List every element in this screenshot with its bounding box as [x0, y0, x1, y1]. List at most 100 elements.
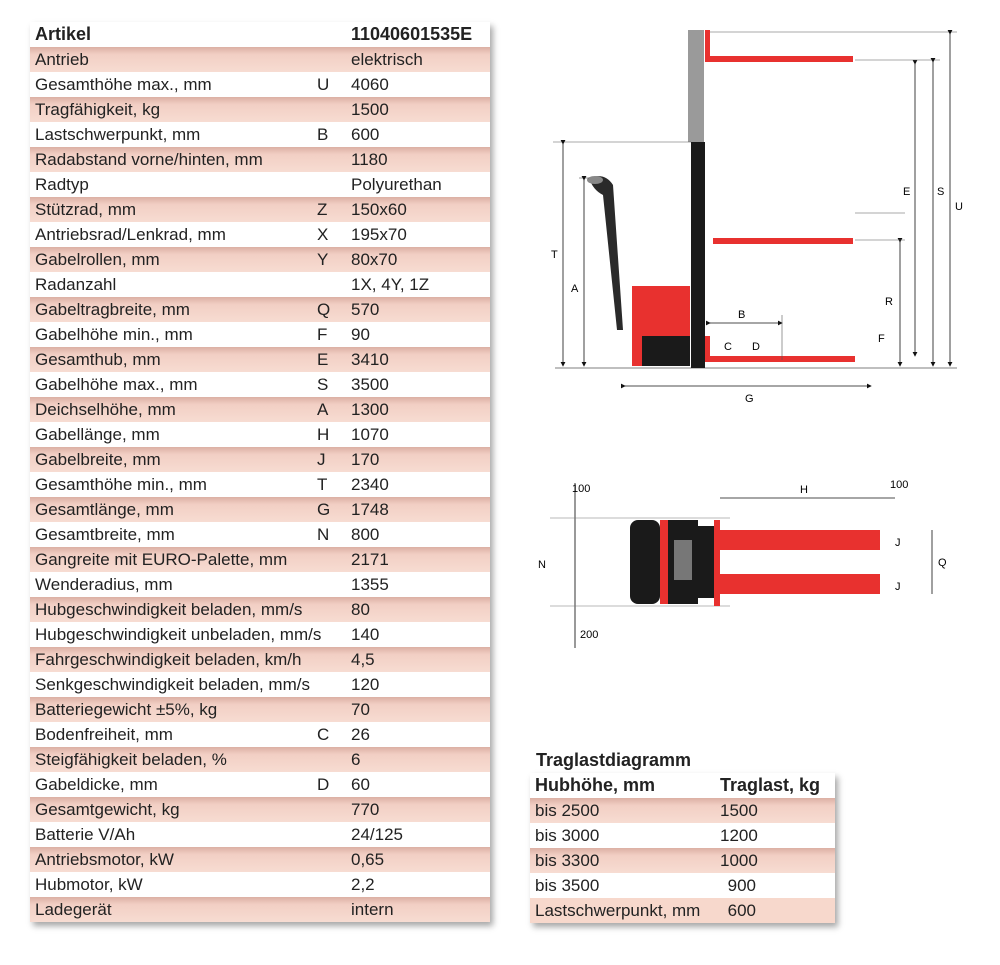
spec-header-label: Artikel: [35, 24, 92, 44]
spec-row: Deichselhöhe, mm A 1300: [30, 397, 490, 422]
mast-lower: [691, 142, 705, 368]
spec-symbol: E: [317, 349, 329, 369]
spec-label: Antrieb: [35, 49, 89, 69]
spec-value: 26: [351, 724, 370, 744]
spec-row: Gesamthöhe min., mm T 2340: [30, 472, 490, 497]
dim-U: U: [955, 201, 963, 213]
spec-value: 1500: [351, 99, 389, 119]
spec-label: Batterie V/Ah: [35, 824, 136, 844]
spec-row: Wenderadius, mm 1355: [30, 572, 490, 597]
spec-label: Deichselhöhe, mm: [35, 399, 176, 419]
spec-value: 170: [351, 449, 380, 469]
load-chart: Traglastdiagramm Hubhöhe, mm Traglast, k…: [530, 748, 835, 923]
dim-C: C: [724, 341, 732, 353]
load-header-capacity: Traglast, kg: [720, 775, 821, 795]
dim-T: T: [551, 249, 558, 261]
spec-value: 150x60: [351, 199, 407, 219]
spec-value: Polyurethan: [351, 174, 442, 194]
spec-value: 90: [351, 324, 370, 344]
spec-symbol: B: [317, 124, 329, 144]
spec-label: Bodenfreiheit, mm: [35, 724, 173, 744]
load-value: 600: [727, 900, 756, 920]
spec-value: 0,65: [351, 849, 385, 869]
spec-value: 2171: [351, 549, 389, 569]
spec-row: Batterie V/Ah 24/125: [30, 822, 490, 847]
spec-symbol: Z: [317, 199, 328, 219]
spec-value: 3410: [351, 349, 389, 369]
spec-value: 1300: [351, 399, 389, 419]
spec-value: 80: [351, 599, 370, 619]
dim-D: D: [752, 341, 760, 353]
dim-100-right: 100: [890, 479, 908, 491]
spec-label: Stützrad, mm: [35, 199, 137, 219]
spec-symbol: Q: [317, 299, 331, 319]
spec-label: Radanzahl: [35, 274, 117, 294]
spec-row: Steigfähigkeit beladen, %6: [30, 747, 490, 772]
dim-B: B: [738, 309, 745, 321]
spec-label: Gesamthöhe max., mm: [35, 74, 212, 94]
dim-N: N: [538, 559, 546, 571]
spec-label: Antriebsrad/Lenkrad, mm: [35, 224, 226, 244]
load-label: bis 3500: [535, 875, 600, 895]
spec-value: elektrisch: [351, 49, 423, 69]
spec-label: Fahrgeschwindigkeit beladen, km/h: [35, 649, 302, 669]
spec-value: 1748: [351, 499, 389, 519]
spec-label: Hubgeschwindigkeit beladen, mm/s: [35, 599, 303, 619]
spec-row: Hubgeschwindigkeit beladen, mm/s 80: [30, 597, 490, 622]
spec-symbol: T: [317, 474, 328, 494]
mast-upper: [688, 30, 704, 142]
spec-label: Radtyp: [35, 174, 89, 194]
load-header: Hubhöhe, mm Traglast, kg: [530, 773, 835, 798]
spec-label: Lastschwerpunkt, mm: [35, 124, 201, 144]
load-label: Lastschwerpunkt, mm: [535, 900, 701, 920]
spec-label: Wenderadius, mm: [35, 574, 173, 594]
load-value: 900: [727, 875, 756, 895]
dim-G: G: [745, 393, 754, 405]
spec-value: 1355: [351, 574, 389, 594]
spec-value: 4,5: [351, 649, 375, 669]
spec-header: Artikel 11040601535E: [30, 22, 490, 47]
dim-100-left: 100: [572, 483, 590, 495]
spec-value: 2340: [351, 474, 389, 494]
spec-label: Steigfähigkeit beladen, %: [35, 749, 227, 769]
spec-label: Antriebsmotor, kW: [35, 849, 174, 869]
spec-label: Gabelhöhe min., mm: [35, 324, 193, 344]
load-value: 1000: [720, 850, 758, 870]
spec-row: Stützrad, mm Z 150x60: [30, 197, 490, 222]
load-label: bis 2500: [535, 800, 600, 820]
spec-label: Gabelbreite, mm: [35, 449, 161, 469]
spec-value: 70: [351, 699, 370, 719]
spec-value: 800: [351, 524, 380, 544]
spec-label: Senkgeschwindigkeit beladen, mm/s: [35, 674, 310, 694]
spec-label: Gesamthöhe min., mm: [35, 474, 207, 494]
load-label: bis 3300: [535, 850, 600, 870]
spec-label: Gesamthub, mm: [35, 349, 161, 369]
top-view-diagram: 100 N 200 H 100 J J Q: [538, 479, 947, 648]
spec-label: Gesamtbreite, mm: [35, 524, 175, 544]
spec-row: Gesamthub, mm E 3410: [30, 347, 490, 372]
spec-symbol: A: [317, 399, 329, 419]
dim-R: R: [885, 296, 893, 308]
spec-value: 600: [351, 124, 380, 144]
spec-value: intern: [351, 899, 394, 919]
load-header-height: Hubhöhe, mm: [535, 775, 655, 795]
spec-value: 140: [351, 624, 380, 644]
spec-value: 24/125: [351, 824, 403, 844]
spec-value: 2,2: [351, 874, 375, 894]
load-label: bis 3000: [535, 825, 600, 845]
dim-200: 200: [580, 629, 598, 641]
spec-label: Hubmotor, kW: [35, 874, 143, 894]
spec-symbol: G: [317, 499, 331, 519]
spec-label: Batteriegewicht ±5%, kg: [35, 699, 218, 719]
